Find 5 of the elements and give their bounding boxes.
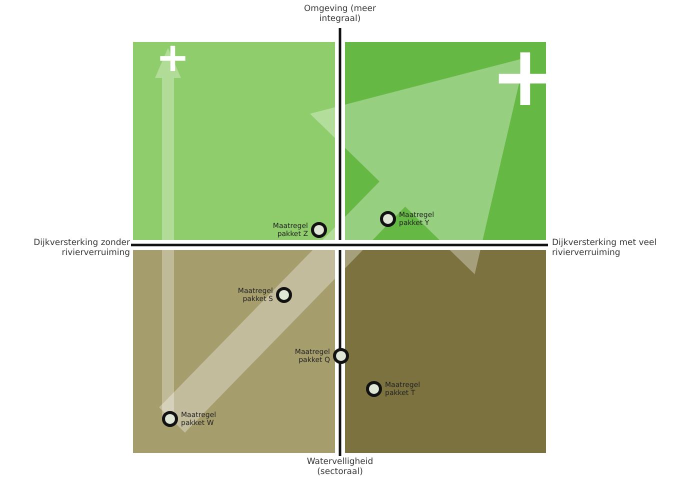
axis-label: Watervelligheid (sectoraal)	[306, 457, 374, 478]
axis-label: Dijkversterking zonder rivierverruiming	[32, 238, 130, 258]
axis-label: Omgeving (meer integraal)	[302, 4, 378, 24]
axis-label: Dijkversterking met veel rivierverruiming	[552, 238, 658, 258]
plus-sign: +	[156, 38, 190, 78]
